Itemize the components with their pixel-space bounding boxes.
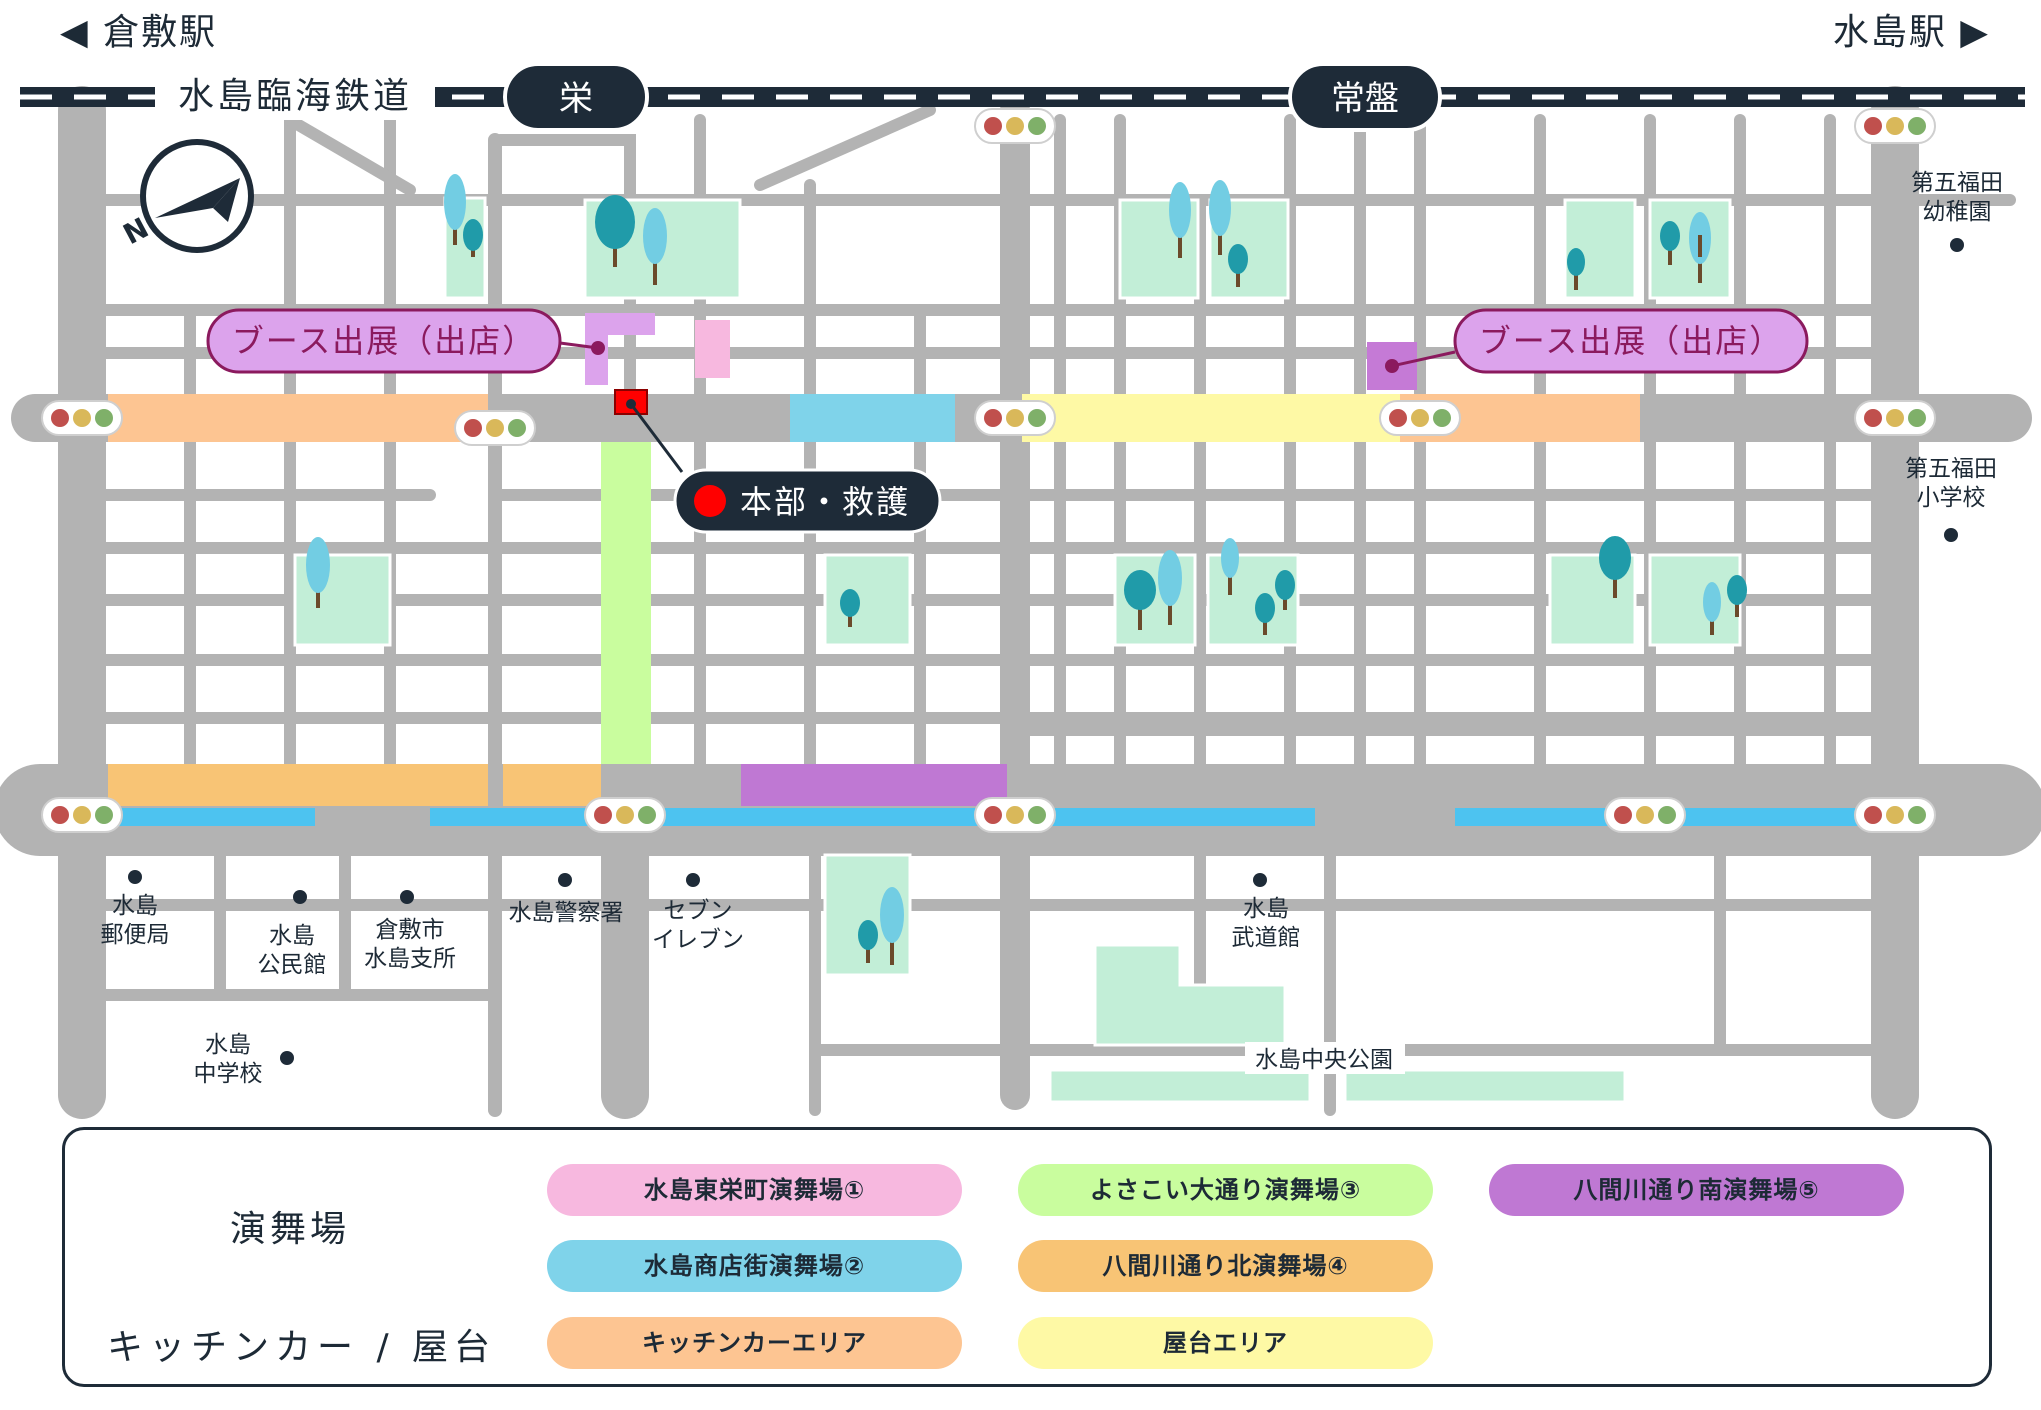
callout-label: ブース出展（出店） [232, 322, 536, 360]
tree-icon [1228, 244, 1248, 287]
tree-icon [1275, 570, 1295, 610]
traffic-light-icon [1604, 797, 1686, 833]
elementary-line1: 第五福田 [1905, 456, 1997, 482]
police-label: 水島警察署 [509, 900, 624, 926]
traffic-light-icon [41, 797, 123, 833]
hq-label: 本部・救護 [740, 483, 910, 521]
traffic-light-icon [41, 400, 123, 436]
tree-icon [643, 208, 667, 285]
traffic-light-icon [974, 108, 1056, 144]
station-sakae[interactable]: 栄 [503, 62, 649, 132]
legend-item-stage-4: 八間川通り北演舞場④ [1018, 1240, 1433, 1292]
community-hall-line2: 公民館 [258, 952, 327, 978]
tree-icon [880, 887, 904, 965]
traffic-lights [41, 108, 1936, 833]
hq-dot-icon [694, 485, 726, 517]
traffic-light-icon [584, 797, 666, 833]
tree-icon [840, 589, 860, 627]
community-hall-line1: 水島 [269, 923, 315, 949]
tree-icon [1158, 550, 1182, 625]
tree-icon [1169, 182, 1191, 258]
right-station-direction: 水島駅 ▶ [1833, 12, 1990, 53]
booth-callout-left[interactable]: ブース出展（出店） [206, 308, 562, 374]
legend-item-kitchen-car: キッチンカーエリア [547, 1317, 962, 1369]
booth-callout-right[interactable]: ブース出展（出店） [1453, 308, 1809, 374]
city-office-line1: 倉敷市 [376, 917, 445, 943]
budokan-line1: 水島 [1243, 896, 1289, 922]
tree-icons [306, 174, 1747, 965]
tree-icon [595, 195, 635, 267]
tree-icon [858, 920, 878, 963]
kindergarten-line1: 第五福田 [1911, 170, 2003, 196]
legend-item-stage-5: 八間川通り南演舞場⑤ [1489, 1164, 1904, 1216]
kindergarten-line2: 幼稚園 [1923, 199, 1992, 225]
station-tokiwa[interactable]: 常盤 [1288, 62, 1442, 132]
post-office-line2: 郵便局 [101, 922, 170, 948]
left-station-direction: ◀ 倉敷駅 [60, 12, 217, 53]
tree-icon [1703, 582, 1721, 635]
parks [293, 196, 1742, 1104]
legend-panel: 演舞場 キッチンカー / 屋台 水島東栄町演舞場① よさこい大通り演舞場③ 八間… [62, 1127, 1992, 1387]
tree-icon [1727, 575, 1747, 617]
city-office-line2: 水島支所 [364, 946, 456, 972]
central-park-label: 水島中央公園 [1255, 1047, 1393, 1073]
elementary-line2: 小学校 [1917, 485, 1986, 511]
legend-item-stage-3: よさこい大通り演舞場③ [1018, 1164, 1433, 1216]
traffic-light-icon [1854, 108, 1936, 144]
tree-icon [1221, 538, 1239, 595]
railway-label: 水島臨海鉄道 [178, 76, 412, 117]
tree-icon [1660, 221, 1680, 265]
tree-icon [463, 219, 483, 257]
hq-callout[interactable]: 本部・救護 [673, 468, 942, 534]
tree-icon [1255, 593, 1275, 635]
railway-label-bg [155, 74, 435, 120]
junior-high-line1: 水島 [205, 1032, 251, 1058]
legend-kitchen-heading: キッチンカー / 屋台 [107, 1327, 497, 1368]
traffic-light-icon [1379, 400, 1461, 436]
callout-label: ブース出展（出店） [1479, 322, 1783, 360]
traffic-light-icon [1854, 400, 1936, 436]
tree-icon [1124, 570, 1156, 630]
convenience-line2: イレブン [652, 927, 744, 953]
facility-dots [128, 238, 1964, 1065]
tree-icon [444, 174, 466, 245]
station-name: 栄 [559, 79, 593, 119]
junior-high-line2: 中学校 [194, 1061, 263, 1087]
tree-icon [1209, 180, 1231, 255]
convenience-line1: セブン [664, 898, 733, 924]
traffic-light-icon [974, 797, 1056, 833]
traffic-light-icon [1854, 797, 1936, 833]
post-office-line1: 水島 [112, 893, 158, 919]
legend-item-stage-2: 水島商店街演舞場② [547, 1240, 962, 1292]
tree-icon [306, 537, 330, 608]
festival-map: 水島臨海鉄道 栄 常盤 ◀ 倉敷駅 水島駅 ▶ N ブース出展（出店） ブース出… [0, 12, 2041, 1119]
traffic-light-icon [974, 400, 1056, 436]
legend-stage-heading: 演舞場 [230, 1209, 351, 1250]
station-name: 常盤 [1331, 79, 1399, 119]
tree-icon [1567, 248, 1585, 290]
tree-icon [1599, 536, 1631, 598]
legend-item-stage-1: 水島東栄町演舞場① [547, 1164, 962, 1216]
traffic-light-icon [454, 410, 536, 446]
tree-icon [1698, 235, 1702, 257]
compass-icon: N [118, 139, 254, 253]
budokan-line2: 武道館 [1232, 925, 1301, 951]
legend-item-yatai: 屋台エリア [1018, 1317, 1433, 1369]
